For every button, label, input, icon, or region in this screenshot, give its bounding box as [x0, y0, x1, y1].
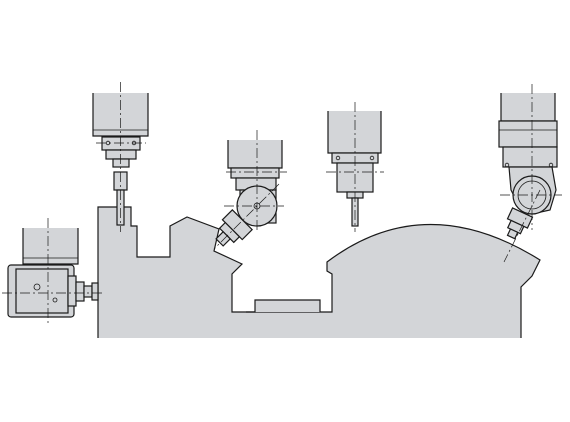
swivel-spindle-head-right — [498, 84, 562, 263]
tilted-spindle-head — [213, 130, 287, 250]
vertical-spindle-head-left — [92, 82, 149, 232]
workpiece — [97, 206, 541, 338]
horizontal-spindle-head — [2, 218, 104, 325]
vertical-spindle-head-center — [326, 102, 384, 232]
